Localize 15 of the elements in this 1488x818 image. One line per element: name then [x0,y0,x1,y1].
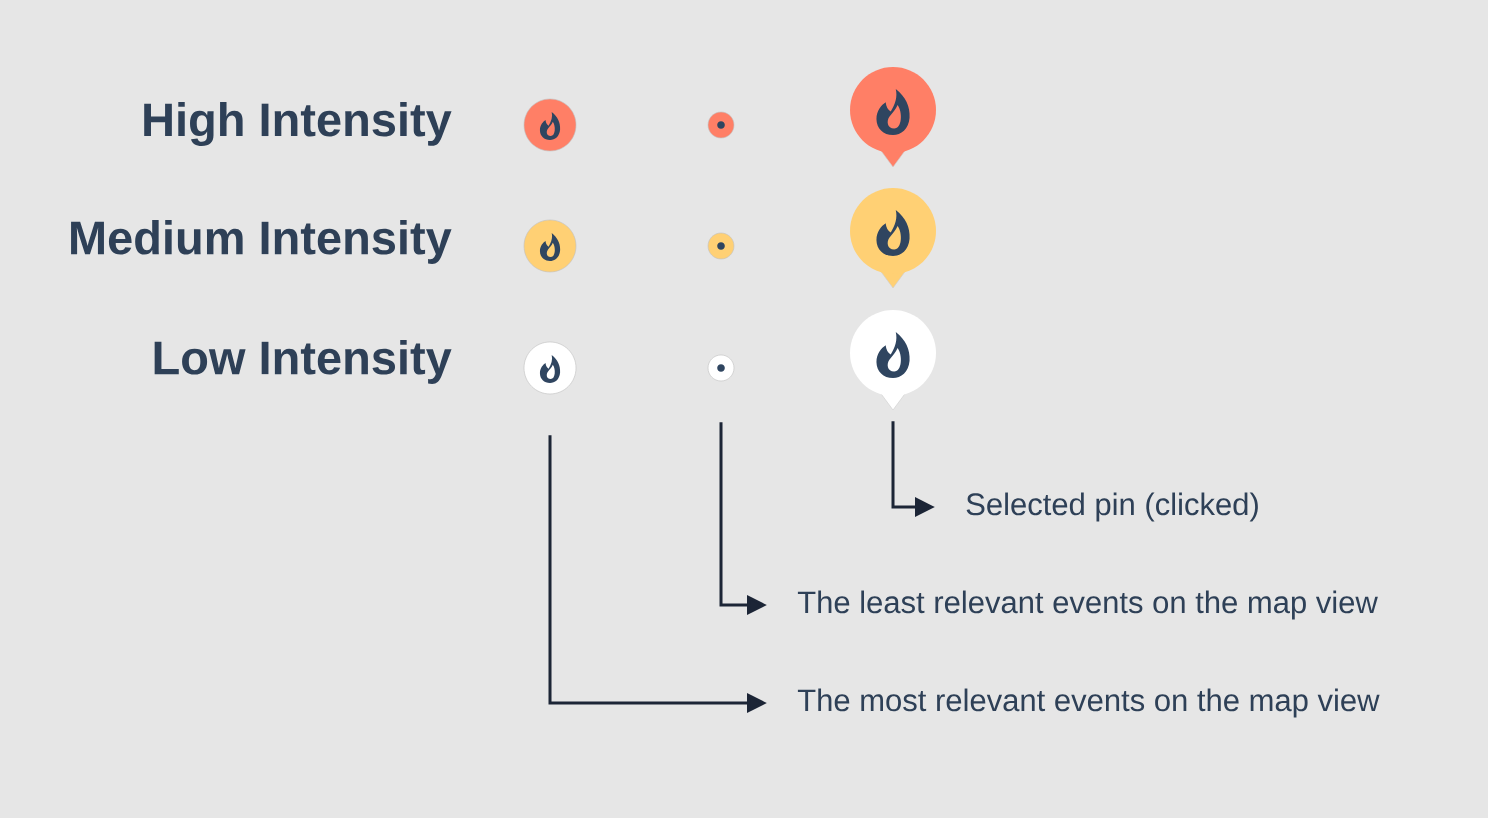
fire-marker [523,219,577,273]
dot-marker [707,354,735,382]
map-pin [850,188,936,289]
description-text: The least relevant events on the map view [797,590,1378,620]
description-text: Selected pin (clicked) [966,492,1258,522]
intensity-label: High Intensity [144,101,452,146]
intensity-label: Medium Intensity [71,220,452,264]
fire-marker [523,341,577,395]
fire-marker [523,98,577,152]
map-pin [850,310,936,411]
dot-marker [707,232,735,260]
intensity-label: Low Intensity [154,340,452,384]
map-pin [850,67,936,168]
description-text: The most relevant events on the map view [797,688,1380,718]
dot-marker [707,111,735,139]
